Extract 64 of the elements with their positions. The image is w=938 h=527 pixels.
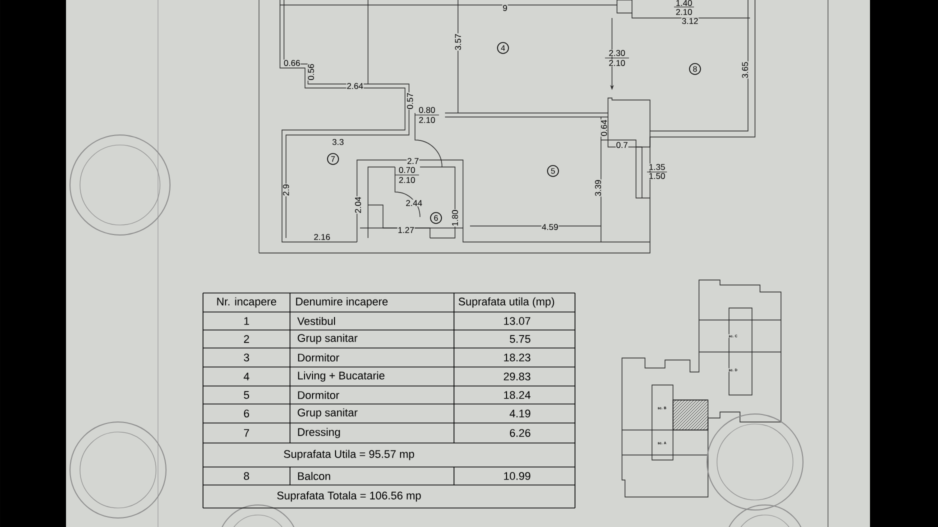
- table-header: Denumire incapere: [296, 297, 388, 308]
- table-entry: 3: [244, 354, 250, 362]
- dimension-label: 9: [502, 4, 508, 12]
- dimension-label: 2.10: [398, 176, 416, 184]
- dimension-label: 1.35: [648, 164, 666, 170]
- table-entry: Living + Bucatarie: [298, 371, 384, 382]
- table-entry: 8: [244, 472, 250, 480]
- table-entry: 18.24: [504, 391, 530, 399]
- table-header: Suprafata utila (mp): [458, 297, 554, 308]
- dimension-label: 4.59: [541, 224, 559, 230]
- dimension-label: 2.04: [354, 196, 362, 214]
- table-entry: 2: [244, 335, 250, 343]
- table-total: Suprafata Utila = 95.57 mp: [284, 450, 414, 460]
- table-entry: 10.99: [504, 472, 530, 480]
- dimension-label: 2.10: [608, 60, 626, 66]
- table-entry: 6: [244, 410, 250, 418]
- room-number: 8: [689, 63, 701, 75]
- table-entry: 18.23: [504, 354, 530, 362]
- dimension-label: 2.9: [282, 184, 290, 196]
- table-entry: 4.19: [510, 410, 530, 418]
- dimension-label: 1.50: [648, 172, 666, 180]
- table-entry: 5.75: [510, 335, 530, 343]
- room-number: 4: [497, 42, 509, 54]
- table-entry: Dressing: [298, 428, 340, 438]
- room-number: 7: [327, 153, 339, 165]
- table-entry: Grup sanitar: [298, 334, 358, 344]
- dimension-label: 3.39: [594, 179, 602, 197]
- dimension-label: 2.44: [405, 200, 423, 206]
- dimension-label: 2.30: [608, 50, 626, 56]
- dimension-label: 2.16: [313, 234, 331, 240]
- table-entry: 13.07: [504, 317, 530, 325]
- table-entry: Balcon: [298, 472, 330, 480]
- room-number: 5: [547, 165, 559, 177]
- table-entry: 1: [244, 317, 250, 325]
- table-entry: 7: [244, 429, 250, 437]
- table-entry: 5: [244, 391, 250, 399]
- dimension-label: 0.70: [398, 166, 416, 174]
- dimension-label: 3.12: [681, 18, 699, 24]
- dimension-label: 3.65: [742, 61, 748, 79]
- dimension-label: 3.57: [454, 33, 462, 51]
- dimension-label: 3.3: [332, 138, 344, 146]
- table-entry: Vestibul: [297, 316, 335, 326]
- table-entry: Grup sanitar: [298, 408, 358, 419]
- table-entry: Dormitor: [298, 390, 340, 400]
- dimension-label: 0.57: [406, 92, 414, 110]
- dimension-label: 2.10: [418, 116, 436, 124]
- table-entry: 29.83: [504, 372, 530, 380]
- dimension-label: 0.80: [418, 106, 436, 114]
- dimension-label: 0.64: [600, 119, 608, 137]
- dimension-label: 1.40: [675, 0, 693, 6]
- room-number: 6: [430, 212, 442, 224]
- dimension-label: 1.27: [397, 226, 415, 234]
- dimension-label: 0.56: [308, 63, 314, 81]
- dimension-label: 0.7: [616, 142, 628, 148]
- dimension-label: 0.66: [283, 60, 301, 66]
- dimension-label: 2.64: [346, 82, 364, 90]
- table-entry: Dormitor: [298, 353, 340, 362]
- table-header: Nr. incapere: [217, 297, 276, 308]
- table-total: Suprafata Totala = 106.56 mp: [277, 491, 421, 502]
- table-entry: 4: [244, 372, 250, 380]
- dimension-label: 2.10: [675, 8, 693, 16]
- dimension-label: 2.7: [406, 158, 420, 164]
- table-entry: 6.26: [510, 429, 530, 437]
- dimension-label: 1.80: [452, 209, 458, 227]
